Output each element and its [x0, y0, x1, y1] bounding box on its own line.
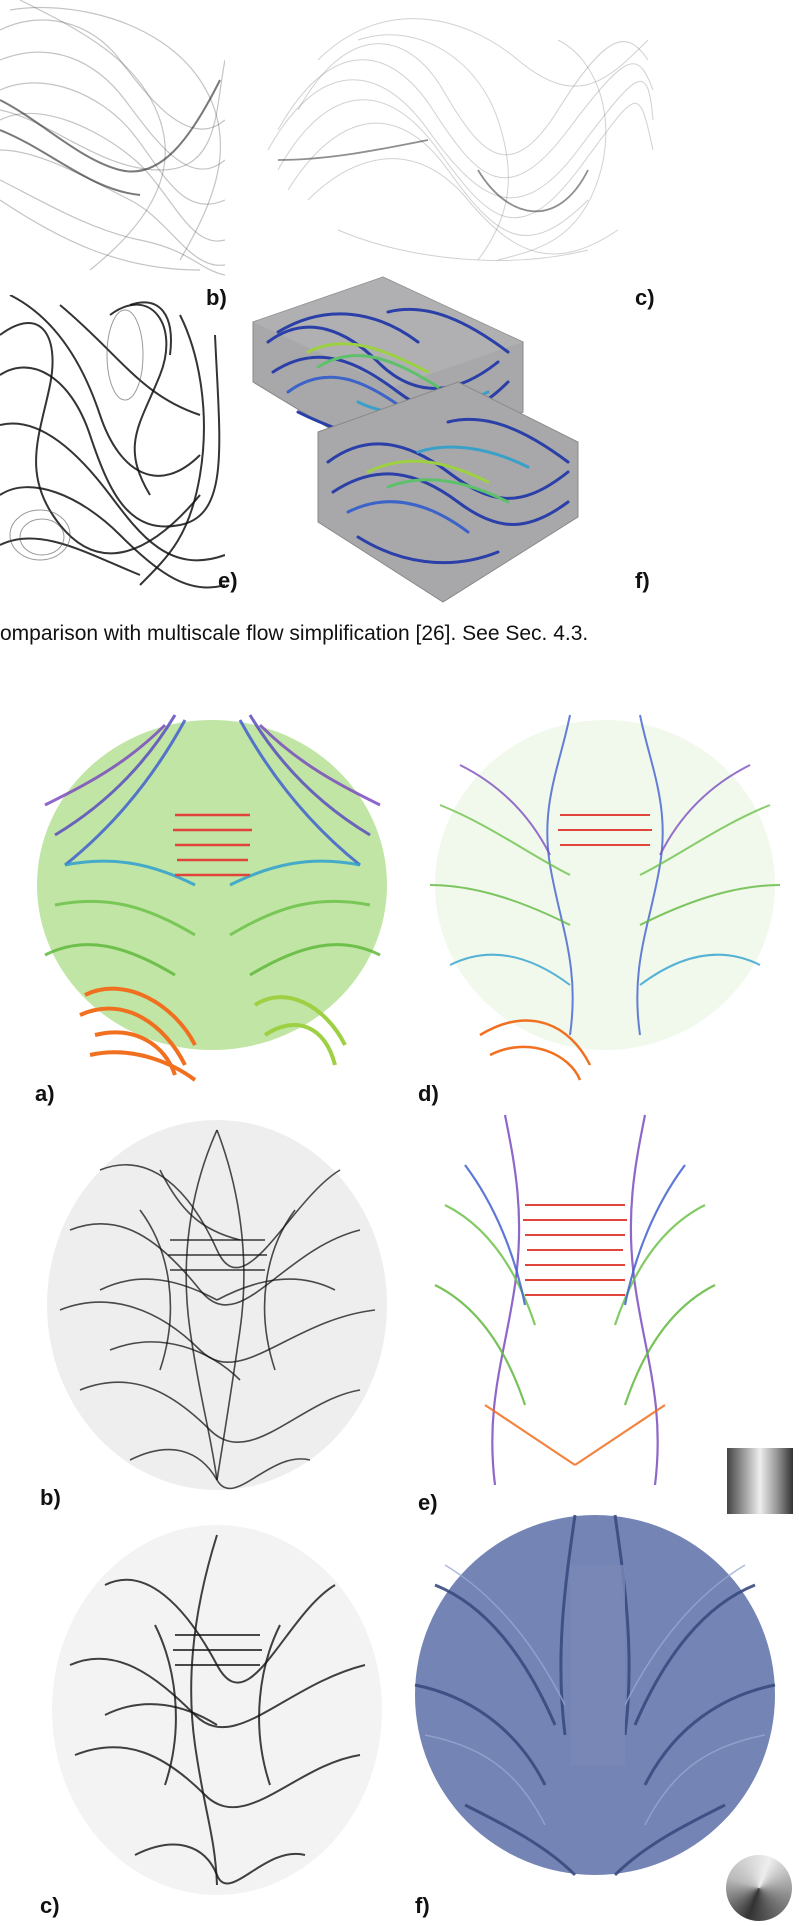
- panel-bottom-d-tracts: [420, 705, 790, 1090]
- label-bottom-b: b): [40, 1485, 61, 1510]
- gradient-swatch-sphere: [726, 1855, 792, 1921]
- label-top-e: e): [218, 568, 238, 593]
- label-bottom-e: e): [418, 1490, 438, 1515]
- label-bottom-d: d): [418, 1081, 439, 1106]
- panel-top-f-3d-boxes: [248, 272, 648, 607]
- figure-caption: omparison with multiscale flow simplific…: [0, 622, 589, 645]
- label-bottom-a: a): [35, 1081, 55, 1106]
- gradient-swatch-cylinder: [727, 1448, 793, 1514]
- label-top-b: b): [206, 285, 227, 310]
- panel-bottom-a-tracts: [25, 705, 400, 1090]
- label-bottom-c: c): [40, 1893, 60, 1918]
- label-bottom-f: f): [415, 1893, 430, 1918]
- panel-top-e-streamlines: [0, 295, 225, 595]
- panel-bottom-b-tracts: [40, 1110, 395, 1500]
- panel-top-c-streamlines: [258, 0, 658, 285]
- panel-bottom-f-tracts: [405, 1505, 790, 1900]
- panel-bottom-c-tracts: [45, 1515, 390, 1900]
- label-top-f: f): [635, 568, 650, 593]
- panel-top-b-streamlines: [0, 0, 225, 285]
- label-top-c: c): [635, 285, 655, 310]
- panel-bottom-e-tracts: [425, 1105, 725, 1490]
